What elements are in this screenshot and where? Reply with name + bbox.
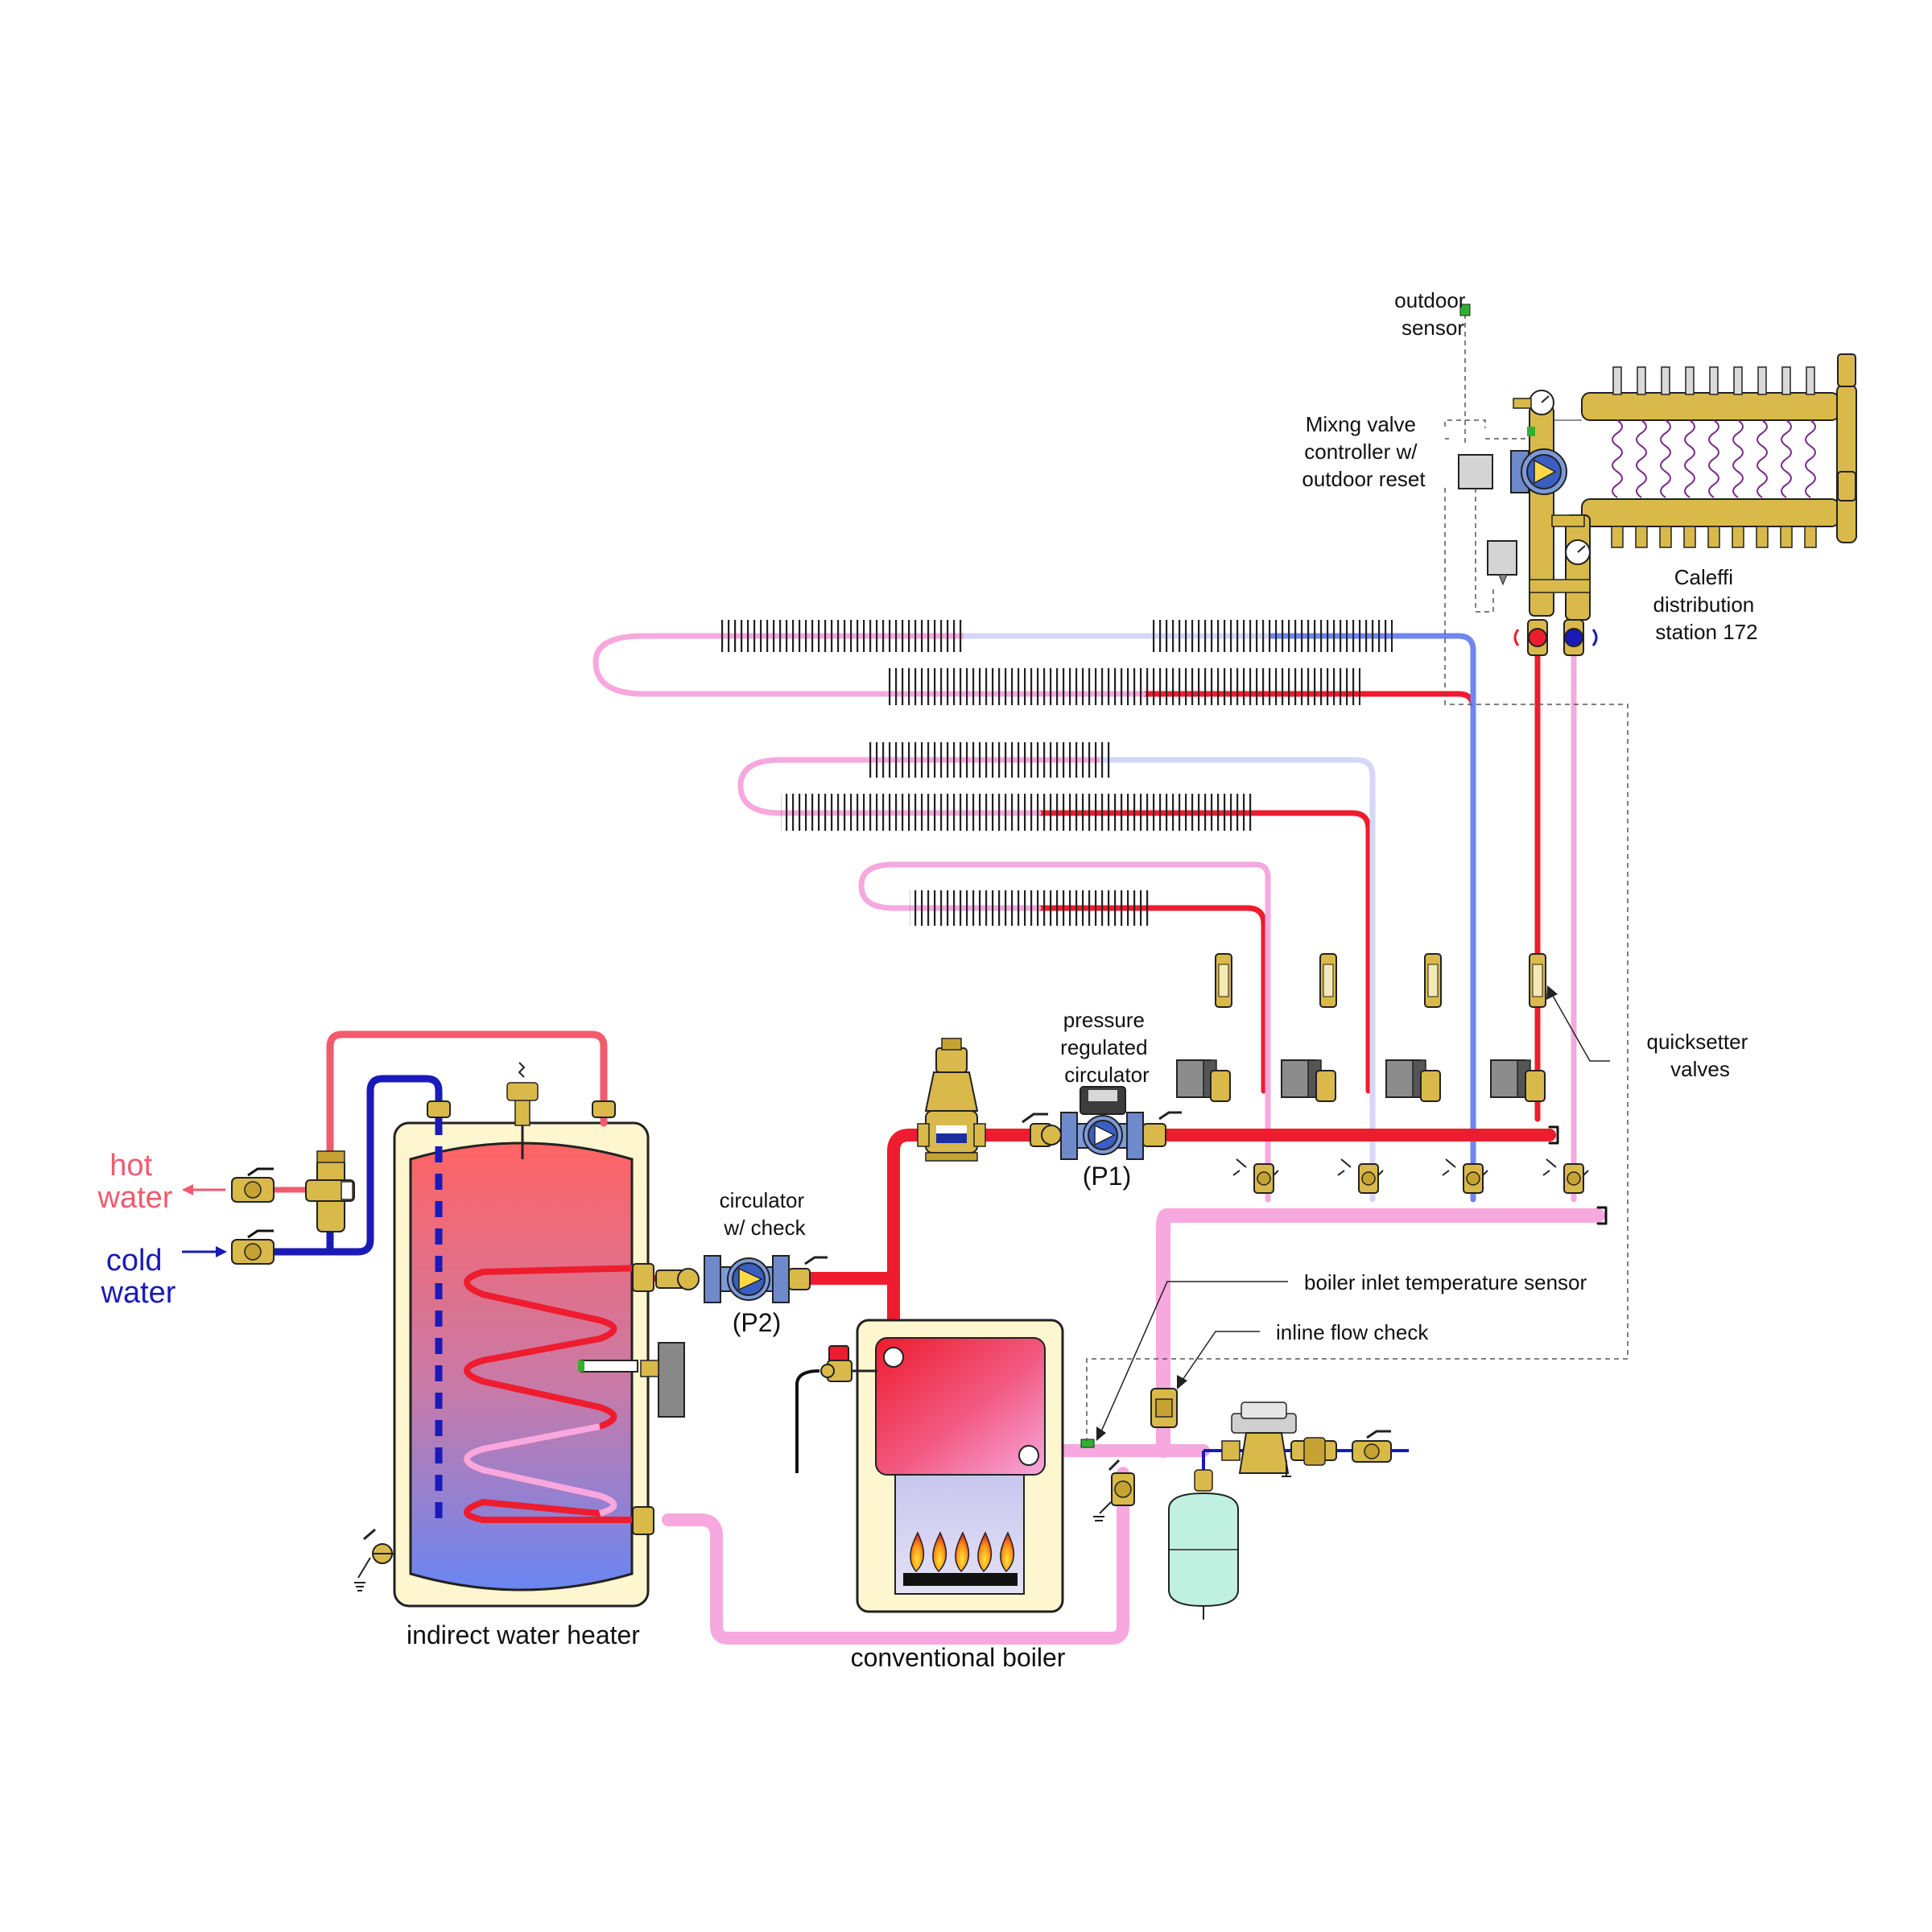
hot-water-ball-valve — [231, 1167, 275, 1203]
indirect-water-heater — [354, 1062, 685, 1608]
leader-lines — [1098, 989, 1610, 1438]
distribution-station-label: Caleffi distribution station 172 — [1653, 565, 1761, 644]
supply-header — [887, 1125, 1559, 1335]
baseboard-loop-1 — [592, 620, 1476, 1203]
aquastat — [658, 1342, 685, 1418]
air-separator — [917, 1038, 986, 1162]
mixing-valve-controller — [1458, 454, 1493, 489]
radiant-loops — [1612, 419, 1816, 498]
thermostatic-mixing-valve — [305, 1150, 355, 1232]
indirect-water-heater-label: indirect water heater — [407, 1620, 640, 1649]
return-valves — [1232, 1158, 1589, 1194]
zone-valve-1 — [1176, 1059, 1231, 1102]
return-valve-3 — [1442, 1158, 1488, 1194]
leader-arrow — [1546, 985, 1558, 1000]
zone-valve-2 — [1281, 1059, 1336, 1102]
baseboard-fins — [869, 742, 1111, 778]
boiler-relief-valve — [795, 1345, 877, 1473]
boiler-inlet-sensor — [1080, 1439, 1095, 1448]
baseboard-fins — [910, 890, 1151, 926]
cold-water-label: cold water — [101, 1244, 176, 1310]
return-valve-2 — [1337, 1158, 1384, 1194]
radiant-station-risers — [1534, 633, 1577, 1203]
baseboard-loop-3 — [858, 861, 1271, 1203]
tank-unions — [427, 1100, 654, 1535]
quicksetter-label: quicksetter valves — [1647, 1030, 1754, 1081]
quicksetter-valves — [1215, 953, 1546, 1008]
p1-label: (P1) — [1083, 1162, 1131, 1191]
hot-water-label: hot water — [97, 1149, 173, 1215]
zone-valves — [1176, 1059, 1546, 1102]
quicksetter-1 — [1215, 953, 1232, 1008]
burner-flames — [910, 1531, 1014, 1573]
return-header — [1156, 1206, 1608, 1458]
boiler-inlet-sensor-label: boiler inlet temperature sensor — [1304, 1270, 1587, 1294]
circulator-p2[interactable] — [655, 1255, 828, 1303]
text-labels: outdoor sensor Mixng valve controller w/… — [97, 288, 1761, 1672]
leader-arrow — [1177, 1375, 1187, 1389]
boiler-drain-valve — [1093, 1459, 1135, 1521]
mixing-controller-label: Mixng valve controller w/ outdoor reset — [1302, 412, 1426, 491]
control-wiring — [1086, 314, 1629, 1441]
manifold-outlets — [1611, 526, 1817, 548]
hot-water-arrow — [182, 1184, 225, 1195]
outdoor-sensor — [1459, 303, 1471, 316]
quicksetter-4 — [1529, 953, 1546, 1008]
outdoor-sensor-label: outdoor sensor — [1394, 288, 1471, 340]
makeup-water-assembly — [1203, 1402, 1409, 1477]
pressure-circulator-label: pressure regulated circulator — [1060, 1008, 1154, 1087]
expansion-tank — [1168, 1451, 1239, 1620]
baseboard-fins — [886, 668, 1360, 705]
return-valve-1 — [1232, 1158, 1279, 1194]
zone-valve-4 — [1490, 1059, 1546, 1102]
caleffi-distribution-station — [1487, 353, 1857, 656]
cold-water-arrow — [182, 1246, 227, 1257]
pressure-regulated-circulator-p1[interactable] — [1022, 1086, 1182, 1160]
p2-label: (P2) — [733, 1308, 781, 1337]
conventional-boiler — [856, 1319, 1064, 1613]
cold-water-ball-valve — [231, 1229, 275, 1265]
manifold-flow-meters — [1612, 366, 1815, 395]
leader-arrow — [1096, 1426, 1106, 1441]
baseboard-fins — [1151, 620, 1393, 652]
baseboard-fins — [720, 620, 962, 652]
quicksetter-2 — [1319, 953, 1337, 1008]
return-valve-4 — [1542, 1158, 1589, 1194]
zone-valve-3 — [1385, 1059, 1441, 1102]
inline-flow-check-label: inline flow check — [1276, 1320, 1429, 1344]
baseboard-fins — [781, 794, 1256, 831]
circulator-check-label: circulator w/ check — [720, 1188, 811, 1240]
baseboard-loop-2 — [737, 742, 1376, 1203]
conventional-boiler-label: conventional boiler — [851, 1643, 1066, 1672]
inline-flow-check — [1150, 1388, 1178, 1428]
quicksetter-3 — [1424, 953, 1442, 1008]
